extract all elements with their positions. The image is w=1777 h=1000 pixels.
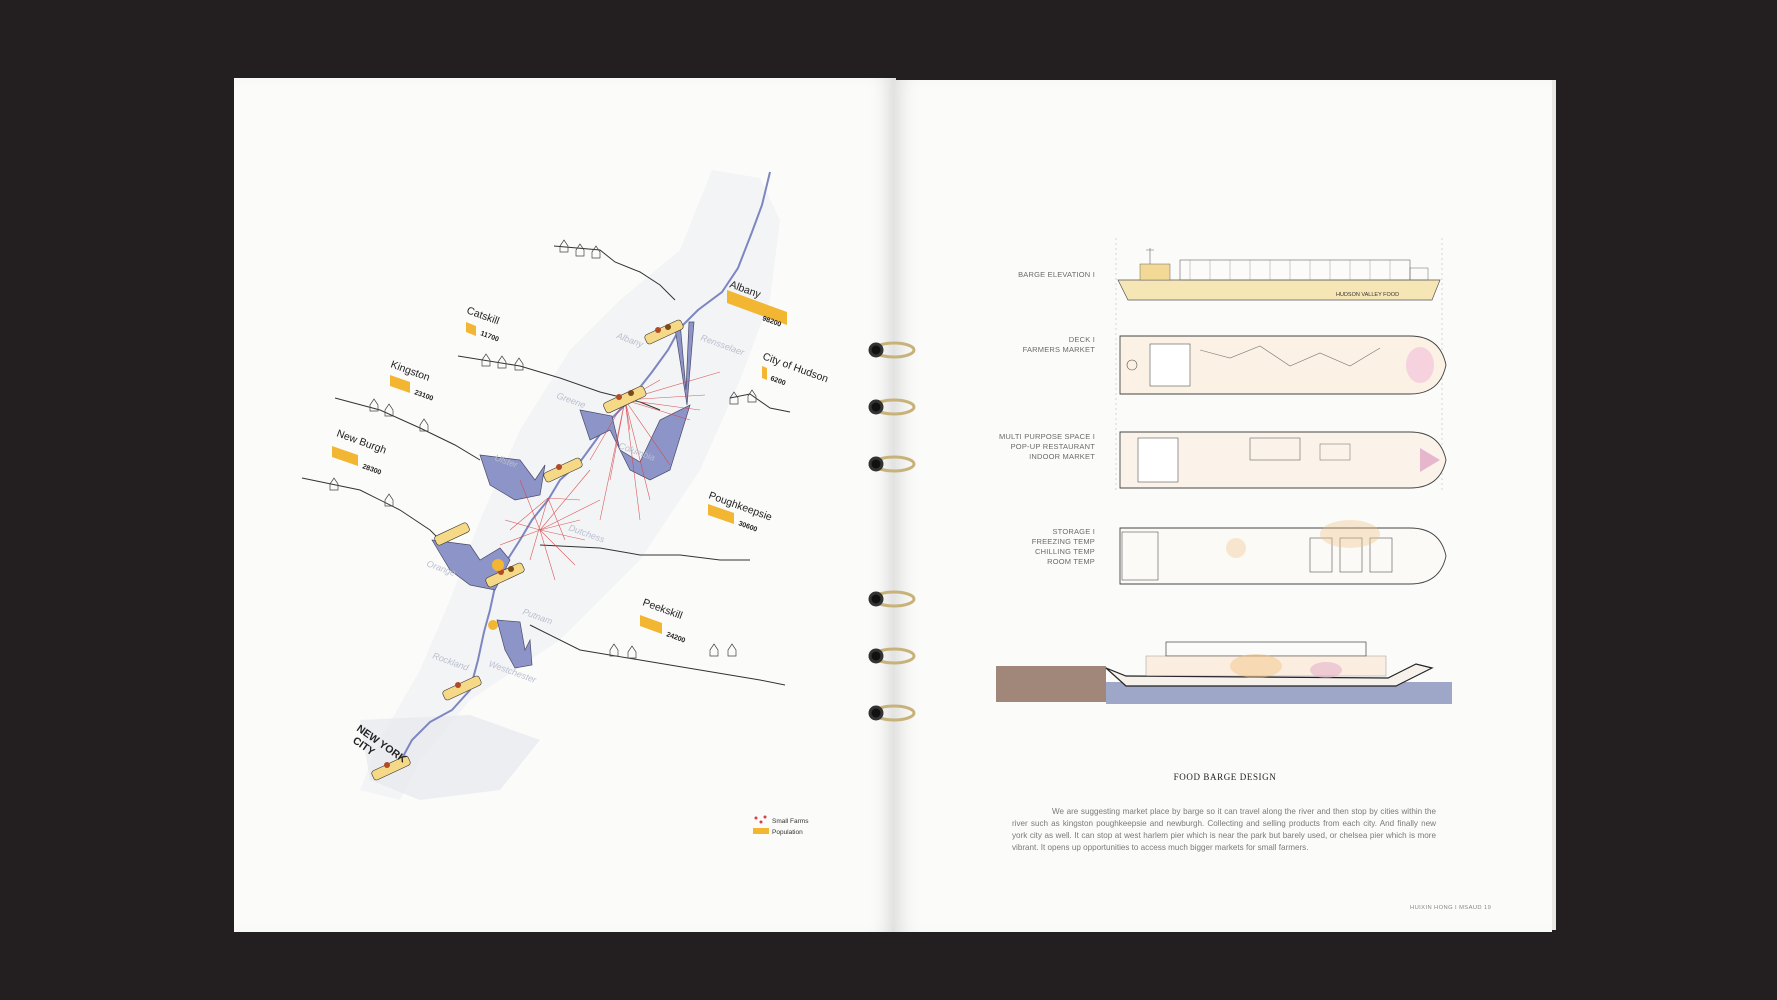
ring-icon [868, 341, 916, 359]
terrain-lines [301, 245, 791, 686]
ring-icon [868, 455, 916, 473]
barge-multipurpose-plan [1119, 431, 1447, 489]
ring-icon [868, 647, 916, 665]
legend-small-farms: Small Farms [772, 818, 809, 825]
population-bar [640, 615, 662, 634]
population-bar [332, 446, 358, 466]
section-title: FOOD BARGE DESIGN [1173, 772, 1277, 782]
page-footer: HUIXIN HONG I MSAUD 19 [1410, 905, 1492, 911]
body-paragraph: We are suggesting market place by barge … [1012, 807, 1436, 852]
barge-icons [371, 319, 684, 781]
binder-rings [868, 341, 916, 722]
population-bar [466, 322, 476, 336]
population-bar [708, 504, 734, 524]
label-deck: DECK I FARMERS MARKET [1022, 335, 1095, 354]
population-bar [762, 366, 767, 380]
houses [329, 239, 757, 659]
page-edge [1552, 80, 1556, 930]
population-bar [390, 375, 410, 393]
right-page [894, 80, 1552, 932]
population-value: 24200 [665, 631, 686, 644]
population-value: 6200 [769, 375, 786, 387]
small-farms-icon [754, 815, 767, 824]
label-multi-purpose: MULTI PURPOSE SPACE I POP-UP RESTAURANT … [998, 432, 1095, 461]
label-barge-elevation: BARGE ELEVATION I [1018, 270, 1095, 279]
pier [996, 666, 1106, 702]
label-storage: STORAGE I FREEZING TEMP CHILLING TEMP RO… [1031, 527, 1095, 566]
barge-deck-plan [1119, 335, 1447, 395]
population-value: 30600 [737, 520, 758, 533]
barge-storage-plan [1119, 520, 1447, 585]
terrain-background [360, 170, 780, 800]
barge-drawings: HUDSON VALLEY FOOD [1115, 238, 1447, 585]
population-value: 23100 [413, 389, 434, 402]
population-value: 28300 [361, 463, 382, 476]
population-bar [727, 290, 787, 325]
hull-name: HUDSON VALLEY FOOD [1336, 292, 1399, 298]
barge-elevation-drawing: HUDSON VALLEY FOOD [1117, 248, 1441, 301]
sun-marker [492, 559, 504, 571]
ring-icon [868, 398, 916, 416]
population-value: 11700 [479, 330, 499, 343]
city-name: Poughkeepsie [707, 490, 774, 524]
ring-icon [868, 590, 916, 608]
ring-icon [868, 704, 916, 722]
legend-population: Population [772, 829, 803, 836]
map-legend: Small Farms Population [753, 815, 809, 836]
population-swatch [753, 828, 769, 834]
water [1106, 682, 1452, 704]
barge-section-drawing [996, 641, 1452, 704]
